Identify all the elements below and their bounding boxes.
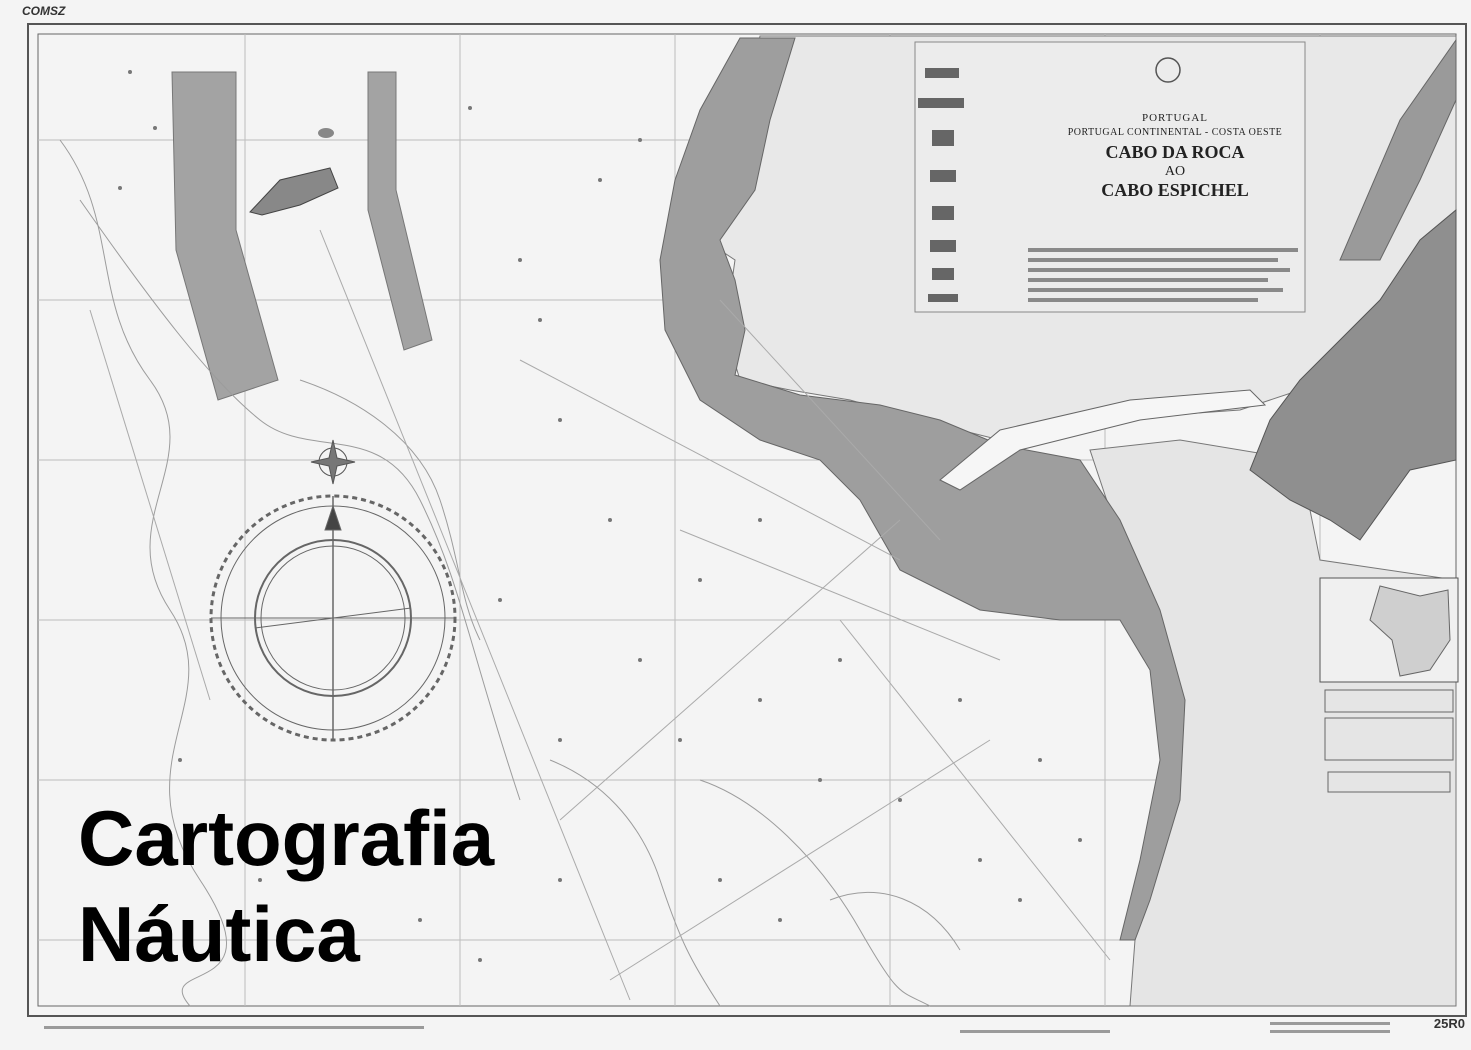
title-block	[914, 41, 1306, 313]
corner-code: COMSZ	[22, 4, 66, 18]
chart-title-line1: CABO DA ROCA	[1105, 142, 1245, 162]
estuary-channel	[939, 389, 1267, 491]
traffic-lane-west	[171, 71, 279, 401]
north-star-symbol	[310, 439, 356, 485]
overlay-title: Cartografia Náutica	[78, 790, 494, 982]
chart-title: CABO DA ROCA AO CABO ESPICHEL	[1020, 143, 1330, 200]
estuary	[1249, 208, 1457, 541]
islet	[318, 128, 334, 138]
island	[249, 167, 339, 216]
chart-border-outer	[27, 23, 1467, 1017]
river-upper	[1339, 38, 1457, 261]
traffic-lane-east	[367, 71, 433, 351]
compass-rose	[209, 494, 457, 742]
chart-title-line3: CABO ESPICHEL	[1101, 180, 1249, 200]
legend-tables	[1324, 689, 1454, 793]
light-symbols	[918, 68, 964, 302]
chart-title-line2: AO	[1164, 164, 1186, 179]
title-block-notes	[1028, 248, 1298, 302]
title-country: PORTUGAL	[1141, 112, 1208, 124]
shallow-water-band	[659, 37, 1186, 941]
chart-number: 25R0	[1433, 1016, 1465, 1031]
bearing-lines	[89, 229, 1111, 1001]
chart-border-inner	[37, 33, 1457, 1007]
depth-contours	[59, 139, 961, 1007]
title-region: PORTUGAL CONTINENTAL - COSTA OESTE	[1067, 127, 1283, 138]
soundings	[88, 70, 1082, 962]
hydrographic-seal	[1155, 57, 1181, 83]
inset-coast	[1369, 585, 1451, 677]
margin-notes	[44, 1022, 1390, 1033]
bottom-margin-strip	[28, 1018, 1466, 1044]
overlay-title-line2: Náutica	[78, 890, 360, 978]
overlay-title-line1: Cartografia	[78, 794, 495, 882]
